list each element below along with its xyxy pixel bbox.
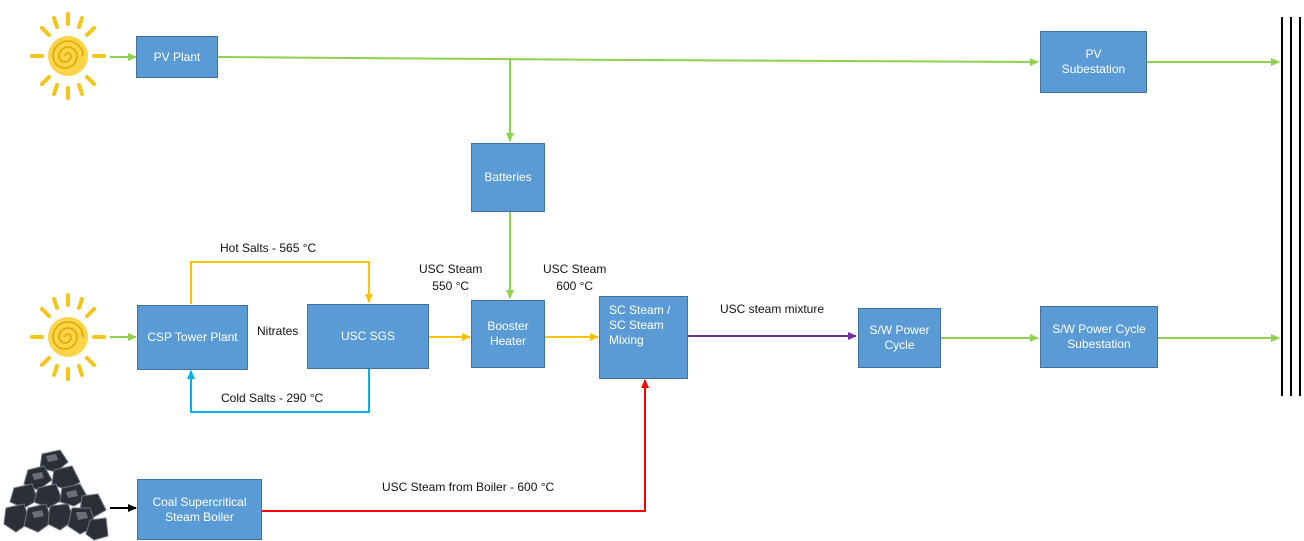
usc-steam-mixture-label: USC steam mixture xyxy=(720,302,825,316)
pv-to-substation-arrow xyxy=(217,56,1039,66)
batteries-box: Batteries xyxy=(471,143,545,212)
sw-power-cycle-box: S/W Power Cycle xyxy=(858,308,941,368)
cold-salts-label: Cold Salts - 290 °C xyxy=(221,391,324,405)
hot-salts-arrow xyxy=(190,261,373,304)
sun-icon xyxy=(30,12,106,100)
csp-tower-plant-box: CSP Tower Plant xyxy=(137,305,248,370)
nitrates-label: Nitrates xyxy=(257,324,299,338)
power-grid-bus-icon xyxy=(1281,17,1301,396)
booster-heater-box: Booster Heater xyxy=(471,300,545,368)
hot-salts-label: Hot Salts - 565 °C xyxy=(220,241,317,255)
usc-sgs-box: USC SGS xyxy=(307,304,429,369)
coal-supercritical-steam-boiler-box: Coal Supercritical Steam Boiler xyxy=(137,479,262,540)
sun-icon xyxy=(30,293,106,381)
sc-steam-mixing-box: SC Steam / SC Steam Mixing xyxy=(599,296,688,379)
usc-steam-550-label: USC Steam 550 °C xyxy=(419,262,483,293)
usc-steam-600-label: USC Steam 600 °C xyxy=(543,262,607,293)
pv-substation-box: PV Subestation xyxy=(1040,31,1147,93)
coal-pile-icon xyxy=(3,449,109,541)
pv-plant-box: PV Plant xyxy=(136,36,218,78)
boiler-to-mixing-arrow xyxy=(262,379,649,512)
usc-steam-from-boiler-label: USC Steam from Boiler - 600 °C xyxy=(382,480,555,494)
cold-salts-arrow xyxy=(187,369,370,413)
sw-power-cycle-substation-box: S/W Power Cycle Subestation xyxy=(1040,306,1158,368)
